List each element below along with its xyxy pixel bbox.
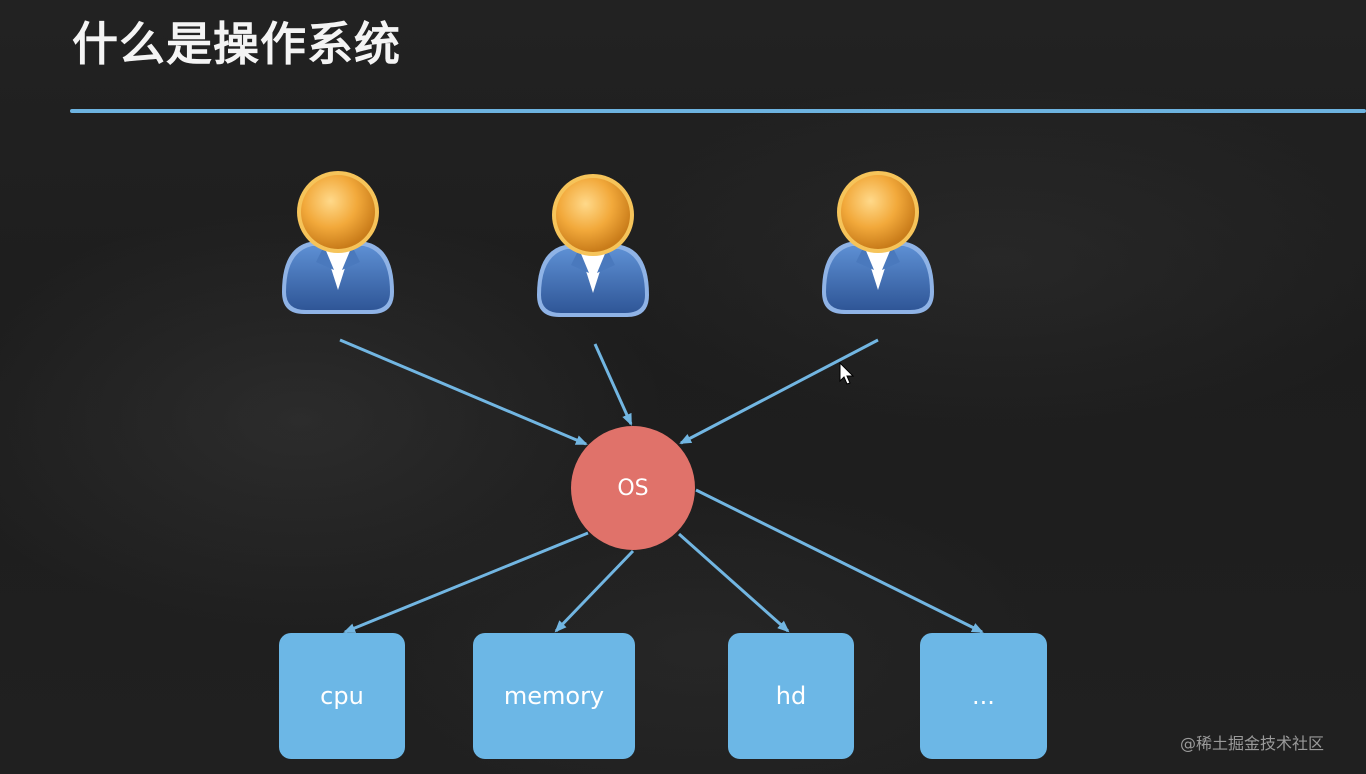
user-icon-2 <box>537 174 649 317</box>
watermark: @稀土掘金技术社区 <box>1180 734 1325 753</box>
title-divider <box>70 109 1366 113</box>
resource-label: hd <box>775 682 807 710</box>
resource-hd: hd <box>728 633 854 759</box>
arrow-user1-to-os <box>339 338 588 446</box>
user-icon-1 <box>282 171 394 314</box>
os-node: OS <box>571 426 695 550</box>
arrow-os-to-hd <box>678 532 790 633</box>
arrow-user3-to-os <box>679 338 879 445</box>
os-label: OS <box>617 475 649 501</box>
page-title: 什么是操作系统 <box>72 17 401 71</box>
resource-label: cpu <box>320 682 364 710</box>
arrow-os-to-etc <box>695 488 984 634</box>
resource-more: ... <box>920 633 1047 759</box>
user-icon-3 <box>822 171 934 314</box>
arrow-os-to-memory <box>554 549 635 633</box>
resource-memory: memory <box>473 633 635 759</box>
resource-cpu: cpu <box>279 633 405 759</box>
resource-label: memory <box>503 682 605 710</box>
arrow-os-to-cpu <box>343 531 589 634</box>
resource-label: ... <box>972 682 995 710</box>
arrow-user2-to-os <box>593 343 633 426</box>
mouse-cursor-icon <box>839 362 855 385</box>
